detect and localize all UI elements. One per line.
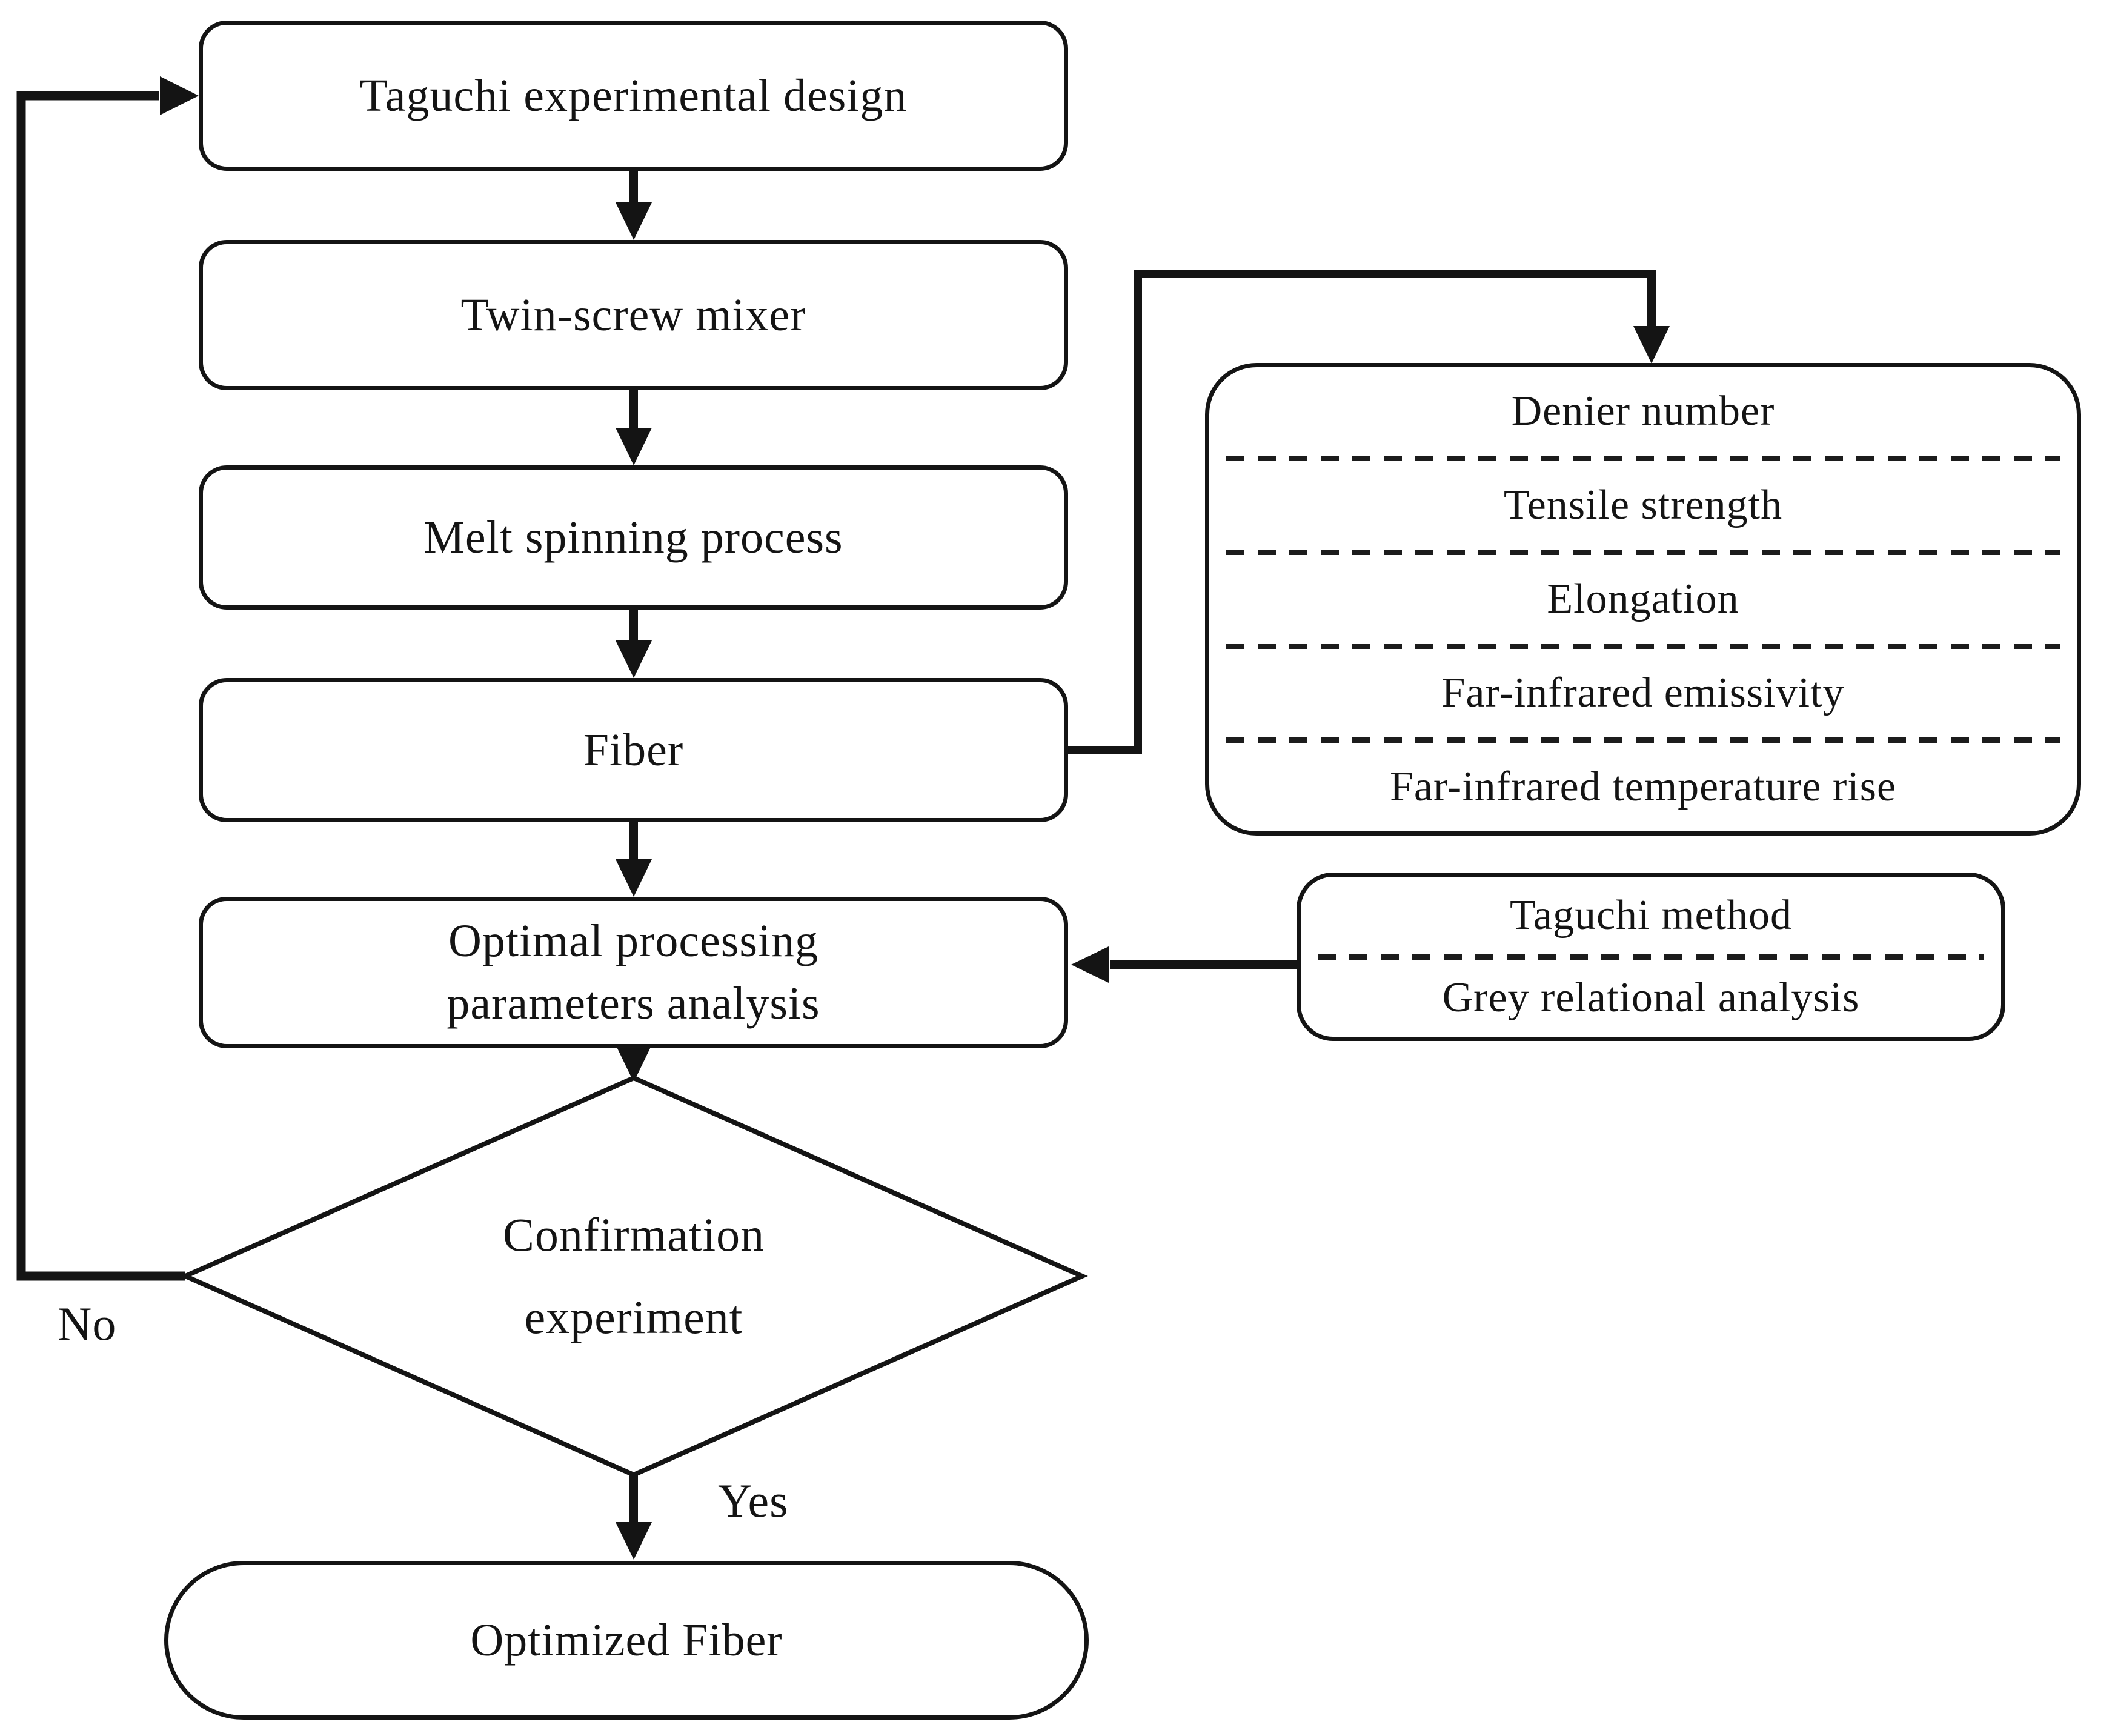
output-denier-number: Denier number (1511, 388, 1775, 434)
edge-label-no: No (58, 1297, 117, 1350)
node-taguchi-experimental-design: Taguchi experimental design (199, 21, 1068, 171)
output-elongation: Elongation (1547, 576, 1739, 622)
node-optimal-processing-parameters-analysis-label: Optimal processing parameters analysis (447, 916, 820, 1029)
dashed-divider (1226, 456, 2060, 461)
dashed-divider (1226, 737, 2060, 743)
node-twin-screw-mixer-label: Twin-screw mixer (460, 289, 806, 341)
node-optimized-fiber-label: Optimized Fiber (470, 1614, 783, 1666)
arrowhead-design-to-mixer (616, 202, 652, 240)
arrowhead-methods-to-optimal (1071, 946, 1109, 983)
main-column-arrows (616, 171, 652, 1560)
node-fiber: Fiber (199, 678, 1068, 822)
arrowhead-confirmation-to-optimized (616, 1522, 652, 1560)
outputs-box: Denier number Tensile strength Elongatio… (1205, 363, 2081, 836)
node-melt-spinning-process-label: Melt spinning process (423, 511, 843, 563)
method-grey-relational-analysis: Grey relational analysis (1442, 974, 1860, 1022)
output-far-infrared-emissivity: Far-infrared emissivity (1441, 670, 1845, 716)
node-confirmation-experiment-label: Confirmation experiment (502, 1208, 765, 1344)
connector-fiber-to-outputs (1068, 270, 1656, 754)
node-twin-screw-mixer: Twin-screw mixer (199, 240, 1068, 390)
arrowhead-no-feedback-loop (160, 76, 199, 115)
output-tensile-strength: Tensile strength (1503, 482, 1783, 528)
node-fiber-label: Fiber (583, 724, 684, 776)
node-optimal-processing-parameters-analysis: Optimal processing parameters analysis (199, 897, 1068, 1048)
node-taguchi-experimental-design-label: Taguchi experimental design (359, 70, 908, 121)
method-taguchi: Taguchi method (1510, 891, 1792, 939)
arrowhead-spinning-to-fiber (616, 640, 652, 678)
edge-label-yes: Yes (718, 1474, 789, 1527)
dashed-divider (1226, 644, 2060, 649)
connector-no-feedback-loop (16, 91, 185, 1281)
node-melt-spinning-process: Melt spinning process (199, 465, 1068, 610)
methods-box: Taguchi method Grey relational analysis (1297, 873, 2005, 1041)
dashed-divider (1318, 954, 1984, 960)
node-optimized-fiber: Optimized Fiber (164, 1561, 1089, 1720)
dashed-divider (1226, 550, 2060, 555)
arrowhead-fiber-to-optimal (616, 859, 652, 897)
arrowhead-mixer-to-spinning (616, 428, 652, 465)
arrowhead-fiber-to-outputs (1633, 326, 1670, 364)
arrowhead-optimal-to-confirmation (616, 1045, 652, 1082)
decision-diamond-shape (179, 1075, 1088, 1478)
output-far-infrared-temperature-rise: Far-infrared temperature rise (1389, 763, 1897, 810)
